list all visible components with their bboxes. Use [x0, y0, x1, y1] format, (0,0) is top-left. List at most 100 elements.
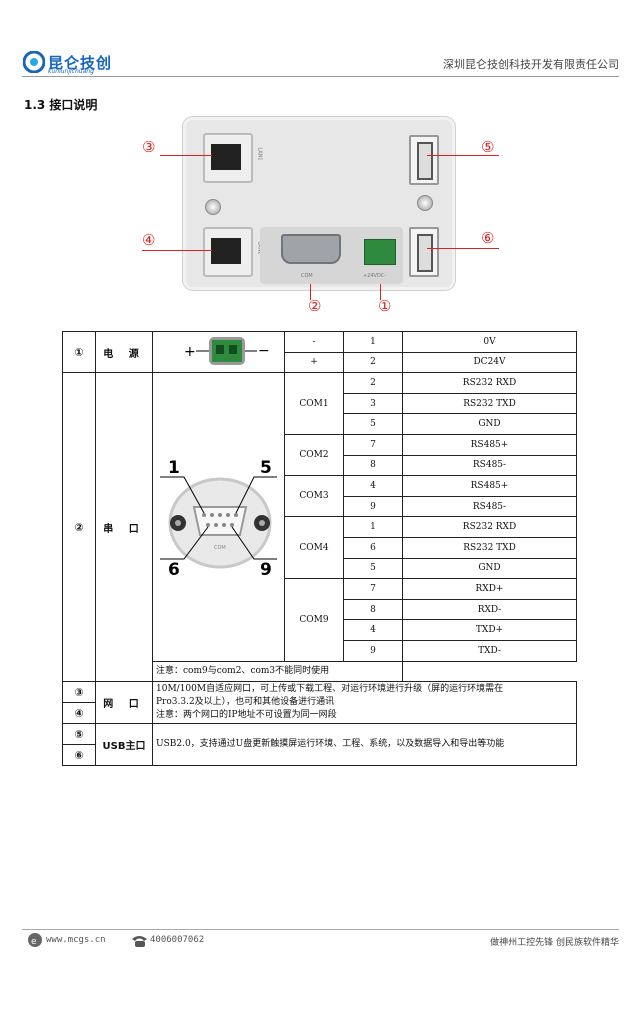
- pin-cell: 6: [343, 536, 403, 559]
- callout-6-line: [427, 248, 499, 249]
- pin-cell: 5: [343, 557, 403, 580]
- pin-label-6: 6: [168, 560, 180, 580]
- usb-port-bottom: [409, 227, 439, 277]
- signal-cell: TXD-: [402, 639, 577, 662]
- port-cell: COM4: [284, 516, 344, 580]
- pin-cell: 2: [343, 351, 403, 374]
- network-line-2: Pro3.3.2及以上），也可和其他设备进行通讯: [156, 697, 335, 708]
- power-num: ①: [62, 330, 96, 374]
- signal-cell: TXD+: [402, 619, 577, 641]
- network-line-1: 10M/100M自适应网口，可上传或下载工程、对运行环境进行升级（屏的运行环境需…: [156, 684, 504, 695]
- power-name: 电 源: [95, 330, 153, 374]
- pin-cell: 7: [343, 433, 403, 456]
- lan2-port: [203, 227, 253, 277]
- phone-icon: [131, 933, 148, 952]
- logo-icon: [22, 50, 46, 74]
- pin-cell: 1: [343, 331, 403, 353]
- footer-divider: [22, 929, 619, 930]
- pin-label-1: 1: [168, 458, 180, 478]
- db9-pinout-icon: 1 5 6 9 COM: [160, 458, 277, 580]
- network-num-3: ③: [62, 681, 96, 704]
- pin-cell: 1: [343, 516, 403, 538]
- port-cell: COM1: [284, 372, 344, 435]
- table-row: ② 串 口 1 5 6 9 COM COM1 2 RS2: [62, 372, 577, 683]
- pin-cell: 2: [343, 372, 403, 394]
- header-divider: [22, 76, 619, 77]
- serial-num: ②: [62, 372, 96, 683]
- signal-cell: GND: [402, 557, 577, 580]
- footer-website: www.mcgs.cn: [46, 935, 106, 945]
- signal-cell: RS232 TXD: [402, 392, 577, 415]
- pin-label-5: 5: [260, 458, 272, 478]
- signal-cell: DC24V: [402, 351, 577, 374]
- company-name: 深圳昆仑技创科技开发有限责任公司: [443, 58, 619, 71]
- signal-cell: RS485+: [402, 475, 577, 497]
- callout-1: ①: [378, 297, 392, 315]
- callout-4: ④: [142, 231, 156, 249]
- signal-cell: RS485-: [402, 454, 577, 477]
- com-label: COM: [301, 273, 313, 279]
- signal-cell: RXD+: [402, 578, 577, 600]
- signal-cell: RXD-: [402, 598, 577, 621]
- table-row: ⑥: [62, 744, 577, 767]
- network-line-3: 注意：两个网口的IP地址不可设置为同一网段: [156, 710, 337, 721]
- table-row: ⑤ USB主口 USB2.0，支持通过U盘更新触摸屏运行环境、工程、系统，以及数…: [62, 723, 577, 767]
- network-name: 网 口: [95, 681, 153, 725]
- footer-phone: 4006007062: [150, 935, 205, 945]
- usb-name: USB主口: [95, 723, 153, 767]
- signal-cell: RS232 TXD: [402, 536, 577, 559]
- db9-com-label: COM: [214, 545, 226, 551]
- callout-5-line: [427, 155, 499, 156]
- usb-port-top: [409, 135, 439, 185]
- interface-table: ① 电 源 + − - 1 0V + 2 DC24V ② 串 口 1: [62, 330, 577, 767]
- callout-3: ③: [142, 138, 156, 156]
- power-label: +24VDC-: [363, 273, 387, 279]
- network-num-4: ④: [62, 702, 96, 725]
- pol-cell: +: [284, 351, 344, 374]
- callout-2-line: [310, 284, 311, 300]
- power-plug-icon: + −: [184, 336, 270, 365]
- serial-note: 注意：com9与com2、com3不能同时使用: [152, 660, 403, 683]
- callout-1-line: [380, 284, 381, 300]
- signal-cell: RS485-: [402, 495, 577, 518]
- pin-cell: 8: [343, 454, 403, 477]
- signal-cell: RS232 RXD: [402, 372, 577, 394]
- logo-text: 昆仑技创: [48, 54, 113, 72]
- power-connector-image: + −: [152, 330, 285, 374]
- usb-desc: USB2.0，支持通过U盘更新触摸屏运行环境、工程、系统，以及数据导入和导出等功…: [152, 723, 577, 767]
- pin-label-9: 9: [260, 560, 272, 580]
- pin-cell: 8: [343, 598, 403, 621]
- section-title: 1.3 接口说明: [24, 98, 98, 112]
- table-row: + 2 DC24V: [63, 351, 577, 374]
- svg-text:e: e: [31, 937, 37, 947]
- pol-cell: -: [284, 331, 344, 353]
- power-plus: +: [184, 344, 196, 360]
- power-terminal: [364, 239, 396, 265]
- logo-subtext: kunlunjichuang: [48, 68, 94, 75]
- callout-3-line: [160, 155, 212, 156]
- pin-cell: 4: [343, 619, 403, 641]
- lan1-port: [203, 133, 253, 183]
- table-row: ③ 网 口 10M/100M自适应网口，可上传或下载工程、对运行环境进行升级（屏…: [62, 681, 577, 725]
- footer-slogan: 做神州工控先锋 创民族软件精华: [490, 938, 619, 948]
- network-desc: 10M/100M自适应网口，可上传或下载工程、对运行环境进行升级（屏的运行环境需…: [152, 681, 577, 725]
- screw-left: [205, 199, 221, 215]
- lan1-label: LAN1: [256, 147, 263, 161]
- callout-5: ⑤: [481, 138, 495, 156]
- signal-cell: RS485+: [402, 433, 577, 456]
- port-cell: COM2: [284, 433, 344, 477]
- pin-cell: 7: [343, 578, 403, 600]
- signal-cell: GND: [402, 413, 577, 435]
- signal-cell: RS232 RXD: [402, 516, 577, 538]
- callout-4-line: [142, 250, 212, 251]
- screw-right: [417, 195, 433, 211]
- callout-6: ⑥: [481, 229, 495, 247]
